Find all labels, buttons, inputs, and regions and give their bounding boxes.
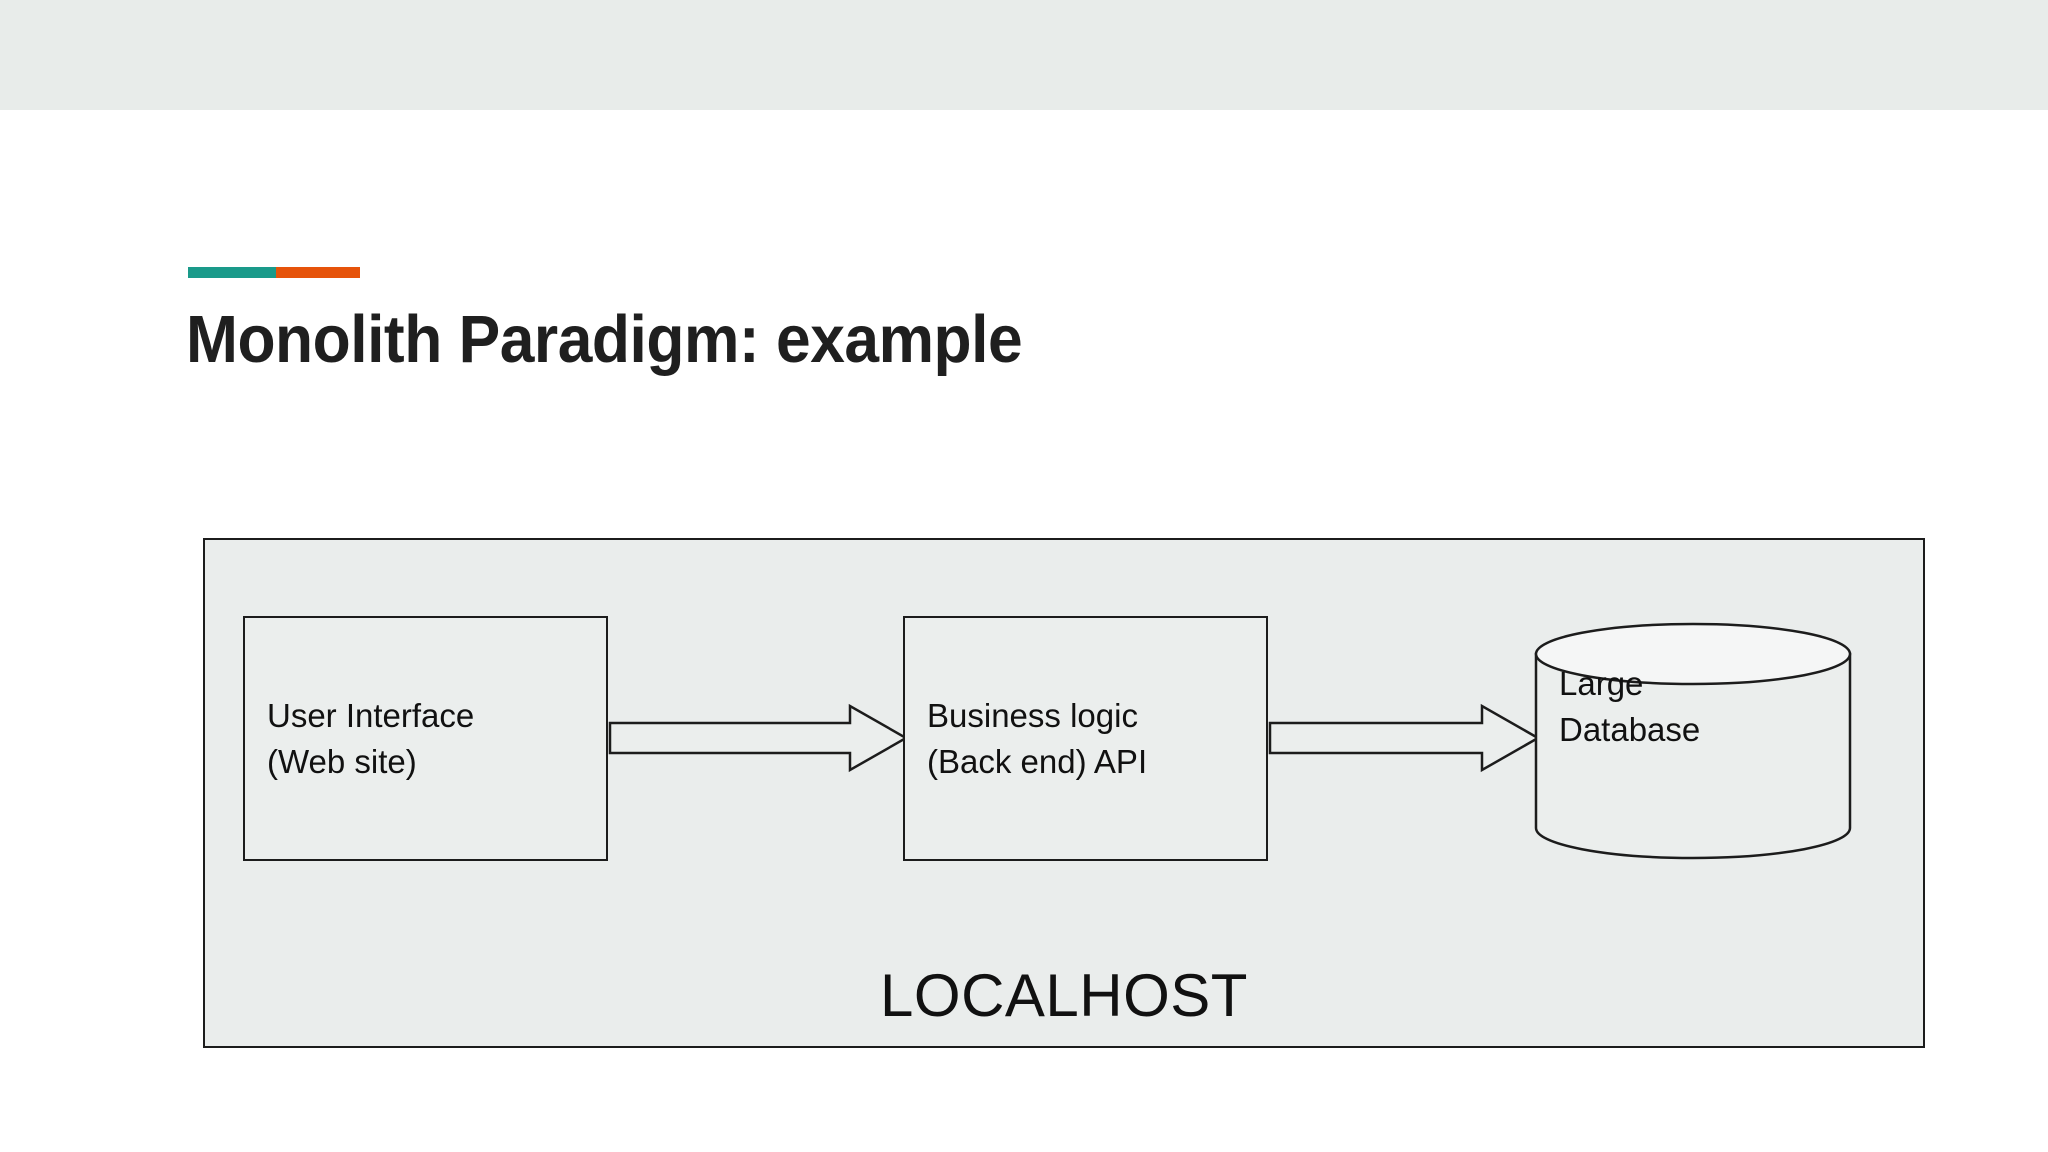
accent-segment-teal: [188, 267, 276, 278]
node-label-line: Large: [1559, 665, 1644, 702]
node-business-logic[interactable]: Business logic (Back end) API: [903, 616, 1268, 861]
localhost-caption: LOCALHOST: [880, 962, 1248, 1029]
title-accent-bar: [188, 267, 360, 278]
arrow-ui-to-api: [608, 703, 909, 773]
node-label-line: User Interface: [267, 696, 475, 734]
top-band: [0, 0, 2048, 110]
database-label: Large Database: [1559, 661, 1839, 752]
node-label-line: Database: [1559, 710, 1701, 748]
database-cylinder-body: [1534, 652, 1852, 860]
monolith-diagram: User Interface (Web site) Business logic…: [203, 538, 1925, 1048]
arrow-api-to-database: [1268, 703, 1541, 773]
node-user-interface[interactable]: User Interface (Web site): [243, 616, 608, 861]
node-label-line: (Web site): [267, 742, 417, 780]
arrow-api-to-database-shape: [1268, 703, 1541, 773]
page-title: Monolith Paradigm: example: [186, 302, 1023, 377]
database-cylinder-top: [1534, 622, 1852, 686]
node-label-line: (Back end) API: [927, 742, 1148, 780]
node-large-database[interactable]: [1533, 622, 1853, 860]
node-label-line: Business logic: [927, 696, 1138, 734]
accent-segment-orange: [276, 267, 360, 278]
arrow-ui-to-api-shape: [608, 703, 909, 773]
